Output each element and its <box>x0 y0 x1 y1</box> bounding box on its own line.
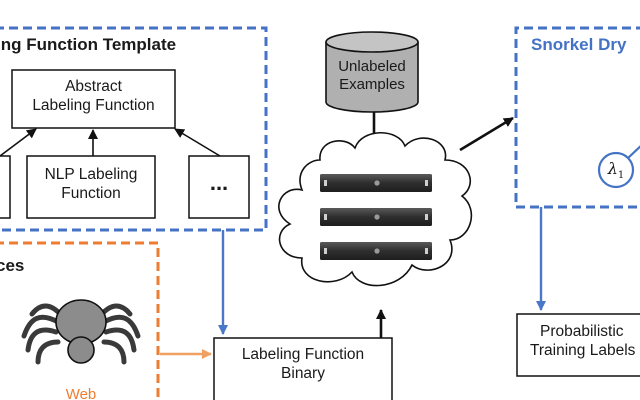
server-rack-3 <box>320 242 432 260</box>
arrow-left-to-abstract <box>0 128 37 157</box>
probabilistic-line1: Probabilistic <box>540 323 624 340</box>
nlp-lf-label: NLP Labeling Function <box>27 166 155 203</box>
lambda-node <box>597 151 635 189</box>
ellipsis-lf-label: ... <box>209 170 229 195</box>
sources-region-border <box>0 241 160 400</box>
probabilistic-labels-box <box>516 313 640 377</box>
abstract-lf-label: Abstract Labeling Function <box>12 78 175 115</box>
server-rack-1 <box>320 174 432 192</box>
server-rack-2 <box>320 208 432 226</box>
nlp-lf-box <box>26 155 156 219</box>
unlabeled-examples-cylinder <box>325 31 419 113</box>
lambda-subscript: 1 <box>617 170 625 182</box>
arrow-cloud-to-snorkel <box>459 116 514 152</box>
abstract-lf-line2: Labeling Function <box>32 96 155 114</box>
probabilistic-line2: Training Labels <box>530 341 636 359</box>
lambda-char: λ <box>607 159 618 178</box>
ellipsis-lf-box <box>188 155 250 219</box>
lf-binary-line1: Labeling Function <box>241 346 365 363</box>
snorkel-region-border <box>514 26 640 209</box>
snorkel-section-title: Snorkel Dry <box>531 35 627 54</box>
left-lf-box <box>0 155 11 219</box>
abstract-lf-box <box>11 69 176 129</box>
abstract-lf-line1: Abstract <box>65 78 122 95</box>
unlabeled-line1: Unlabeled <box>338 58 406 75</box>
lf-binary-box <box>213 337 393 400</box>
arrow-ellipsis-to-abstract <box>174 128 221 157</box>
template-region-border <box>0 26 268 232</box>
web-crawler-bug-icon <box>21 299 141 365</box>
web-source-label: Web <box>65 386 97 400</box>
template-section-title: ing Function Template <box>0 35 177 54</box>
unlabeled-examples-label: Unlabeled Examples <box>326 58 418 94</box>
lambda-edge <box>627 145 640 159</box>
nlp-lf-line2: Function <box>61 184 121 202</box>
lambda-symbol: λ1 <box>604 159 628 182</box>
nlp-lf-line1: NLP Labeling <box>44 166 138 183</box>
probabilistic-labels-label: Probabilistic Training Labels <box>520 323 640 360</box>
sources-section-title: ces <box>0 256 25 275</box>
unlabeled-line2: Examples <box>339 76 405 93</box>
lf-binary-line2: Binary <box>281 364 325 382</box>
lf-binary-label: Labeling Function Binary <box>214 346 392 383</box>
